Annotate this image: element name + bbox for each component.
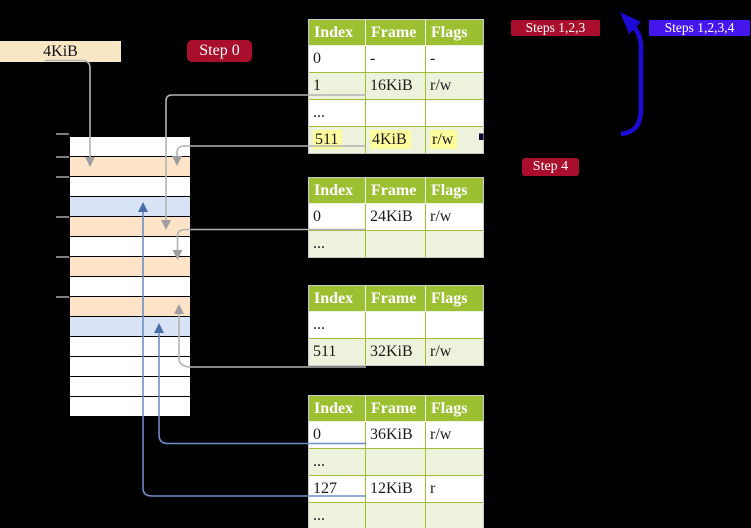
badge-step0: Step 0 xyxy=(187,40,252,62)
cell: 0 xyxy=(309,204,366,231)
cell: r/w xyxy=(426,73,483,100)
memory-frame-row xyxy=(70,357,190,376)
cell: r/w xyxy=(426,127,483,153)
loop-back-arrow xyxy=(620,12,644,137)
cell: 24KiB xyxy=(366,204,426,231)
cell: ... xyxy=(309,231,366,257)
frame-size-label: 4KiB xyxy=(0,41,121,62)
cell: ... xyxy=(309,100,366,127)
cell: 127 xyxy=(309,476,366,503)
column-header: Frame xyxy=(366,396,426,422)
memory-frame-row xyxy=(70,177,190,196)
highlighted-value: 511 xyxy=(313,130,343,149)
memory-frame-row xyxy=(70,197,190,216)
badge-steps-123: Steps 1,2,3 xyxy=(511,20,600,36)
cell: r/w xyxy=(426,204,483,231)
memory-frame-row xyxy=(70,277,190,296)
column-header: Flags xyxy=(426,178,483,204)
table-row: ... xyxy=(309,312,483,339)
cell: ... xyxy=(309,503,366,528)
cell: 12KiB xyxy=(366,476,426,503)
table-row: ... xyxy=(309,449,483,476)
column-header: Frame xyxy=(366,286,426,312)
highlighted-value: 4KiB xyxy=(370,130,411,149)
memory-frame-row xyxy=(70,217,190,236)
memory-frame-row xyxy=(70,377,190,396)
cell xyxy=(426,449,483,476)
table-row: ... xyxy=(309,503,483,528)
memory-frame-row xyxy=(70,317,190,336)
column-header: Frame xyxy=(366,178,426,204)
column-header: Flags xyxy=(426,286,483,312)
cell xyxy=(426,503,483,528)
column-header: Index xyxy=(309,20,366,46)
memory-frame-row xyxy=(70,157,190,176)
column-header: Index xyxy=(309,396,366,422)
column-header: Frame xyxy=(366,20,426,46)
memory-boundary-ticks xyxy=(56,133,69,298)
cell: ... xyxy=(309,449,366,476)
cell: r/w xyxy=(426,422,483,449)
cell: 0 xyxy=(309,422,366,449)
table-row: 0-- xyxy=(309,46,483,73)
cell: - xyxy=(366,46,426,73)
cell: - xyxy=(426,46,483,73)
badge-steps-1234: Steps 1,2,3,4 xyxy=(649,20,750,36)
column-header: Flags xyxy=(426,20,483,46)
cell: 16KiB xyxy=(366,73,426,100)
cell: 0 xyxy=(309,46,366,73)
memory-frame-row xyxy=(70,257,190,276)
cell: 511 xyxy=(309,339,366,365)
table-row: 511 4KiB r/w xyxy=(309,127,483,153)
column-header: Index xyxy=(309,286,366,312)
memory-frame-row xyxy=(70,237,190,256)
cell: 36KiB xyxy=(366,422,426,449)
column-header: Index xyxy=(309,178,366,204)
table-row: ... xyxy=(309,231,483,257)
cell: ... xyxy=(309,312,366,339)
cell: 4KiB xyxy=(366,127,426,153)
cell xyxy=(366,503,426,528)
cell xyxy=(426,231,483,257)
cell: 511 xyxy=(309,127,366,153)
cell: 1 xyxy=(309,73,366,100)
table-row: ... xyxy=(309,100,483,127)
cell: 32KiB xyxy=(366,339,426,365)
memory-frame-row xyxy=(70,137,190,156)
cell xyxy=(366,231,426,257)
highlighted-value: r/w xyxy=(430,130,458,149)
cell: r/w xyxy=(426,339,483,365)
cell xyxy=(426,312,483,339)
cell: r xyxy=(426,476,483,503)
cell xyxy=(366,312,426,339)
memory-frame-row xyxy=(70,297,190,316)
memory-frame-row xyxy=(70,397,190,416)
cell xyxy=(366,449,426,476)
memory-frame-row xyxy=(70,337,190,356)
cell xyxy=(426,100,483,127)
column-header: Flags xyxy=(426,396,483,422)
badge-step4: Step 4 xyxy=(522,158,579,176)
physical-memory-column xyxy=(70,137,190,416)
cell xyxy=(366,100,426,127)
